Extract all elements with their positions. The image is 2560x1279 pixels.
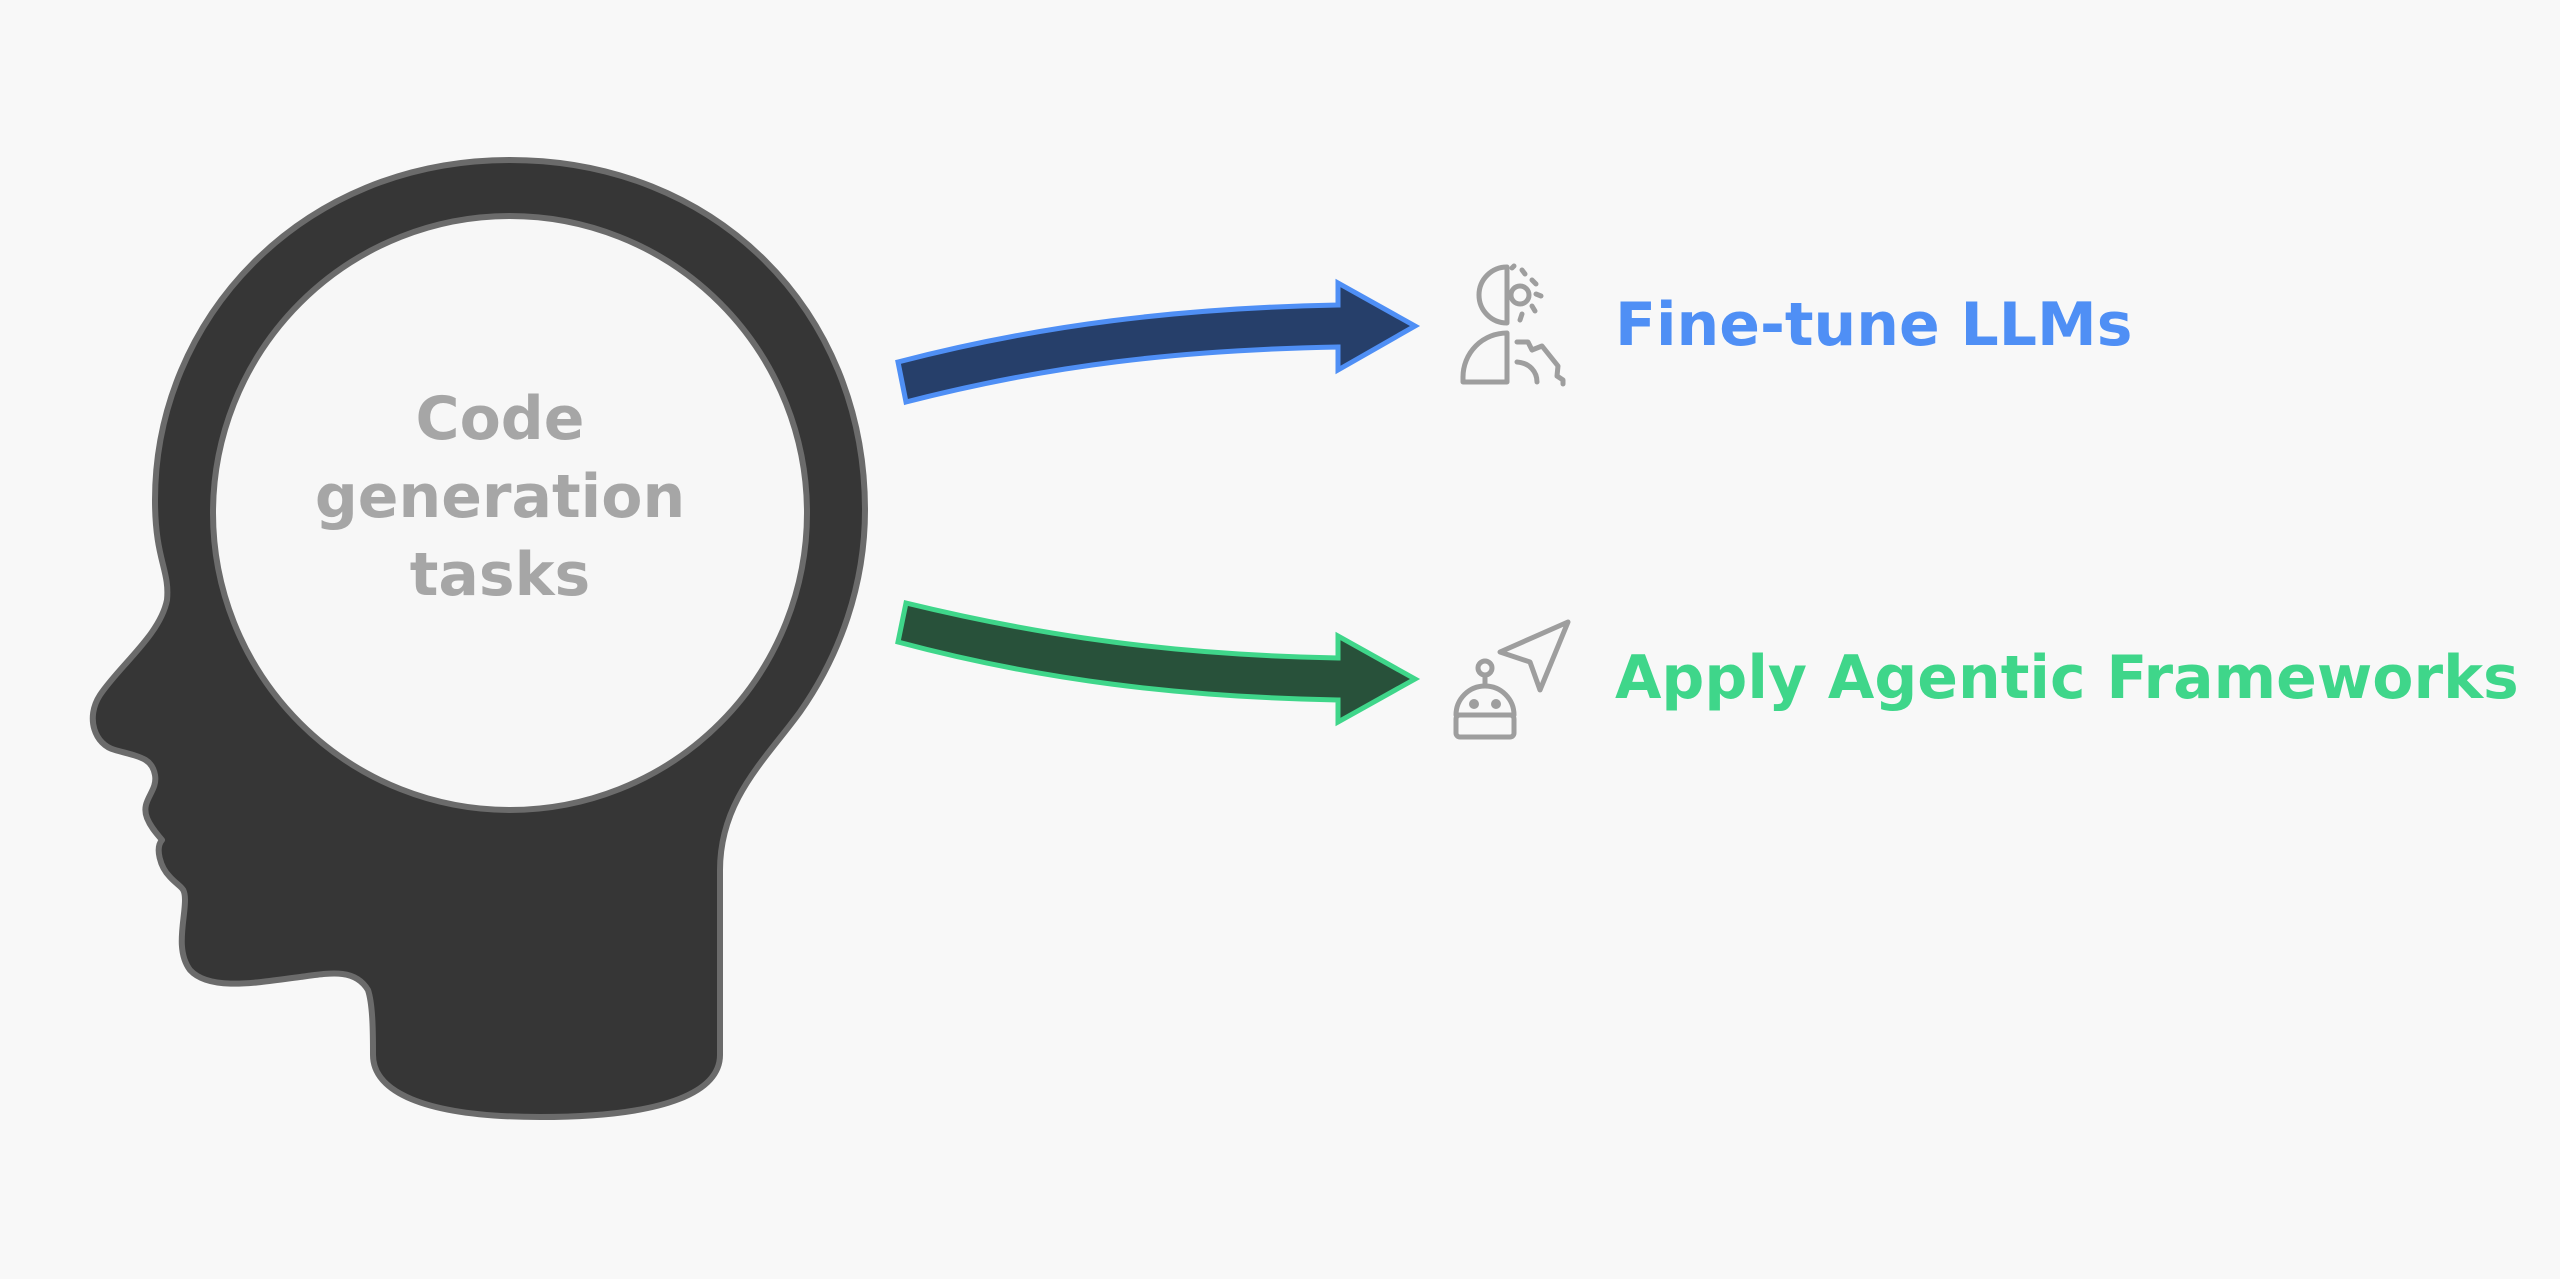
arrow-to-fine-tune xyxy=(895,278,1421,406)
head-inner-circle xyxy=(210,213,810,813)
robot-cursor-icon xyxy=(1453,619,1571,740)
head-label-line-1: Code xyxy=(415,384,585,454)
head-label-line-2: generation xyxy=(314,462,686,532)
branch-label-fine-tune: Fine-tune LLMs xyxy=(1615,290,2133,360)
arrow-to-agentic xyxy=(895,599,1421,727)
branch-label-agentic: Apply Agentic Frameworks xyxy=(1615,643,2519,713)
ai-gear-head-icon xyxy=(1460,263,1566,387)
head-label-line-3: tasks xyxy=(409,540,591,610)
head-center-label: Code generation tasks xyxy=(300,380,700,614)
